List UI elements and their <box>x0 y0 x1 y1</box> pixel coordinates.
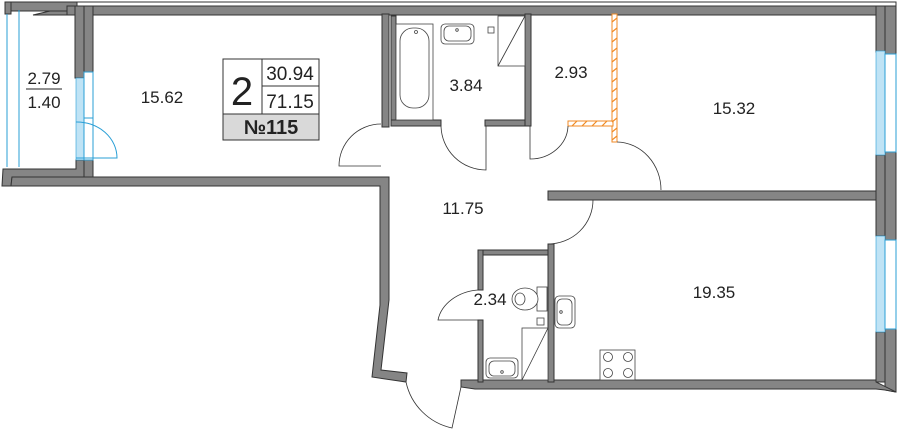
wall-top-inner <box>66 5 885 16</box>
wall-living-bottom <box>10 176 408 383</box>
wall-bottom <box>460 379 897 393</box>
bedroom-window-glass <box>884 53 897 153</box>
bathtub-basin <box>399 27 430 109</box>
wall-right-lower-outer <box>884 328 897 393</box>
room-area-toilet: 2.34 <box>473 290 506 309</box>
living-balcony-window-frame <box>75 77 85 161</box>
door-kitchen[interactable] <box>547 199 594 245</box>
wall-right-mid-outer <box>884 151 897 241</box>
door-toilet[interactable] <box>437 289 479 321</box>
wall-top-balcony <box>4 1 78 12</box>
wall-toilet-left-upper <box>477 249 484 291</box>
room-area-closet: 2.93 <box>554 63 587 82</box>
closet-partition-hatching <box>571 17 618 141</box>
bathroom-shaft-diagonal <box>497 15 526 67</box>
toilet-sink-drain <box>500 370 504 374</box>
wall-right-upper-inner <box>875 5 886 53</box>
room-area-bedroom: 15.32 <box>713 99 756 118</box>
toilet-tank <box>536 286 548 312</box>
wall-right-mid-inner <box>875 154 886 237</box>
wall-bedroom-kitchen <box>547 190 877 201</box>
door-closet[interactable] <box>529 125 569 160</box>
stove-burner <box>603 352 613 362</box>
wall-balcony-top-left <box>4 1 12 15</box>
kitchen-window-glass <box>884 239 897 330</box>
room-area-living: 15.62 <box>141 88 184 107</box>
room-area-kitchen: 19.35 <box>693 283 736 302</box>
toilet-sink-basin <box>488 360 516 377</box>
wall-toilet-right <box>547 243 555 383</box>
door-living-room[interactable] <box>338 123 382 167</box>
badge-total-area-cell <box>261 85 320 115</box>
wall-bath-right <box>524 13 532 127</box>
living-balcony-window-glass <box>83 71 94 161</box>
wall-bath-left-inner <box>390 15 397 126</box>
stove-burner <box>623 352 633 362</box>
toilet-seat <box>514 292 526 306</box>
balcony-area-reduced: 1.40 <box>27 93 60 112</box>
stove-burner <box>603 368 613 378</box>
kitchen-sink-basin <box>556 298 573 326</box>
balcony-door-swing <box>75 121 118 159</box>
apartment-badge: 2 30.94 71.15 №115 <box>222 58 320 141</box>
door-entrance[interactable] <box>405 381 462 429</box>
wall-right-lower-inner <box>875 331 886 383</box>
stove-burner <box>623 368 633 378</box>
closet-partition-horizontal <box>567 120 614 127</box>
wall-toilet-left-lower <box>477 319 484 383</box>
room-area-hallway: 11.75 <box>442 199 483 218</box>
bedroom-window-frame <box>875 50 886 156</box>
room-area-bathroom: 3.84 <box>449 76 482 95</box>
toilet-drain-square <box>536 317 545 326</box>
badge-living-area: 30.94 <box>266 64 314 85</box>
kitchen-sink-drain <box>559 310 563 314</box>
wall-right-upper-outer <box>884 5 897 55</box>
badge-number-cell <box>222 113 320 141</box>
wall-living-left-lower <box>83 159 94 178</box>
badge-total-area: 71.15 <box>266 92 314 113</box>
badge-rooms-count: 2 <box>231 70 253 114</box>
bathroom-drain-square <box>487 26 495 34</box>
bathroom-sink-basin <box>443 25 472 42</box>
wall-bath-left-outer <box>381 13 390 128</box>
kitchen-window-frame <box>875 235 886 333</box>
door-bathroom[interactable] <box>440 125 487 171</box>
bathroom-sink-drain <box>455 28 459 32</box>
badge-rooms-cell <box>222 58 263 115</box>
wall-bath-bottom-left <box>390 119 442 127</box>
balcony-area-full: 2.79 <box>27 69 60 88</box>
toilet-shaft-diagonal <box>521 327 549 381</box>
wall-living-left-inner <box>83 5 94 73</box>
wall-bath-bottom-right <box>484 119 531 127</box>
bathtub-drain <box>414 30 418 34</box>
wall-toilet-top <box>477 249 551 256</box>
door-bedroom[interactable] <box>616 141 662 191</box>
wall-living-left-upper <box>74 5 85 79</box>
badge-apartment-number: №115 <box>244 117 299 139</box>
